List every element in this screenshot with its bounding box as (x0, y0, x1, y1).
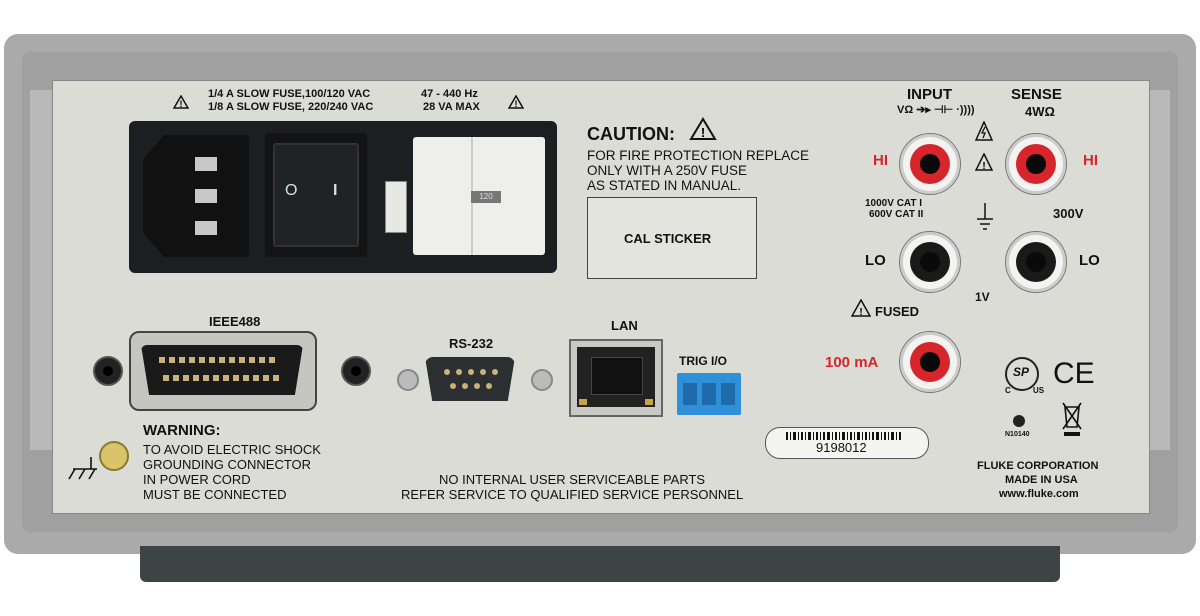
ground-screw[interactable] (99, 441, 129, 471)
lo-left-label: LO (865, 252, 886, 269)
caution-line1: FOR FIRE PROTECTION REPLACE (587, 148, 810, 163)
lan-led-left (579, 399, 587, 405)
serial-label: 9198012 (765, 427, 929, 459)
lo-right-label: LO (1079, 252, 1100, 269)
inlet-pin (195, 189, 217, 203)
warning-triangle-icon: ! (975, 153, 993, 171)
va-rating: 28 VA MAX (423, 101, 480, 113)
fuse-rating-line2: 1/8 A SLOW FUSE, 220/240 VAC (208, 101, 374, 113)
lightning-warning-icon (975, 121, 993, 141)
sense-sub-label: 4WΩ (1025, 104, 1055, 119)
svg-text:!: ! (859, 307, 862, 317)
power-entry-module: O I 120 (129, 121, 557, 273)
ieee488-label: IEEE488 (209, 314, 261, 329)
c-tick-icon (1013, 415, 1025, 427)
switch-on-mark: I (333, 182, 338, 199)
rear-panel: ! 1/4 A SLOW FUSE,100/120 VAC 1/8 A SLOW… (52, 80, 1150, 514)
power-switch[interactable]: O I (265, 133, 367, 257)
ce-mark: CE (1053, 357, 1095, 390)
trig-io-terminal[interactable] (677, 373, 741, 415)
warning-title: WARNING: (143, 422, 221, 439)
csa-us: US (1033, 386, 1045, 395)
ground-symbol-icon (977, 203, 993, 230)
cat1-rating: 1000V CAT I (865, 198, 923, 209)
warning-triangle-icon: ! (689, 117, 717, 140)
csa-c: C (1005, 386, 1011, 395)
svg-text:!: ! (701, 125, 705, 140)
sense-lo-jack[interactable] (1005, 231, 1067, 293)
svg-text:!: ! (515, 99, 518, 109)
hi-right-label: HI (1083, 152, 1098, 169)
caution-title: CAUTION: (587, 124, 675, 144)
cat2-rating: 600V CAT II (869, 209, 924, 220)
barcode (786, 432, 901, 440)
svg-text:!: ! (180, 99, 183, 109)
service-line2: REFER SERVICE TO QUALIFIED SERVICE PERSO… (401, 487, 744, 502)
left-handle-rail (30, 90, 52, 450)
inlet-pin (195, 157, 217, 171)
service-line1: NO INTERNAL USER SERVICEABLE PARTS (439, 472, 706, 487)
warning-triangle-icon: ! (508, 95, 524, 109)
ieee-jackscrew-right (341, 356, 371, 386)
rs232-connector[interactable] (425, 357, 515, 401)
maker-line3: www.fluke.com (999, 488, 1079, 500)
lan-label: LAN (611, 318, 638, 333)
weee-bin-icon (1062, 402, 1082, 436)
inlet-pin (195, 221, 217, 235)
fuse-rating-line1: 1/4 A SLOW FUSE,100/120 VAC (208, 88, 371, 100)
iec-power-inlet[interactable] (143, 135, 249, 257)
lan-led-right (645, 399, 653, 405)
current-jack[interactable] (899, 331, 961, 393)
cal-sticker-area: CAL STICKER (587, 197, 757, 279)
caution-line3: AS STATED IN MANUAL. (587, 178, 742, 193)
lan-port[interactable] (569, 339, 663, 417)
warning-line1: TO AVOID ELECTRIC SHOCK (143, 442, 321, 457)
cal-sticker-label: CAL STICKER (624, 231, 712, 246)
fuse-voltage-selector[interactable]: 120 (413, 137, 545, 255)
maker-line2: MADE IN USA (1005, 474, 1078, 486)
switch-off-mark: O (285, 182, 298, 199)
rs232-pins (444, 369, 498, 389)
warning-line3: IN POWER CORD (143, 472, 251, 487)
chassis-ground-icon (68, 457, 97, 480)
svg-text:!: ! (982, 161, 985, 171)
rs232-label: RS-232 (449, 336, 494, 351)
ma-label: 100 mA (825, 354, 879, 371)
sense-hi-jack[interactable] (1005, 133, 1067, 195)
maker-line1: FLUKE CORPORATION (977, 460, 1099, 472)
warning-triangle-icon: ! (851, 299, 871, 317)
instrument-foot (140, 546, 1060, 582)
hi-left-label: HI (873, 152, 888, 169)
right-handle-rail (1148, 90, 1170, 450)
warning-triangle-icon: ! (173, 95, 189, 109)
v1-label: 1V (975, 290, 990, 304)
input-hi-jack[interactable] (899, 133, 961, 195)
freq-rating: 47 - 440 Hz (421, 88, 478, 100)
fuse-drawer-tab[interactable] (385, 181, 407, 233)
warning-line2: GROUNDING CONNECTOR (143, 457, 312, 472)
trig-io-label: TRIG I/O (679, 354, 727, 368)
input-label: INPUT (907, 86, 952, 103)
c-tick-number: N10140 (1005, 431, 1030, 438)
fused-label: FUSED (875, 304, 920, 319)
voltage-window: 120 (471, 191, 501, 203)
sense-label: SENSE (1011, 86, 1062, 103)
ieee488-connector[interactable] (129, 331, 317, 411)
rs232-screw-left (397, 369, 419, 391)
rs232-screw-right (531, 369, 553, 391)
csa-mark: SP (1005, 357, 1039, 391)
ieee488-pins (159, 357, 279, 381)
input-symbols: VΩ ➔▸ ⊣⊢ ·)))) (897, 104, 975, 116)
ieee-jackscrew-left (93, 356, 123, 386)
serial-number: 9198012 (816, 440, 867, 455)
caution-line2: ONLY WITH A 250V FUSE (587, 163, 748, 178)
v300-label: 300V (1053, 206, 1084, 221)
warning-line4: MUST BE CONNECTED (143, 487, 287, 502)
input-lo-jack[interactable] (899, 231, 961, 293)
